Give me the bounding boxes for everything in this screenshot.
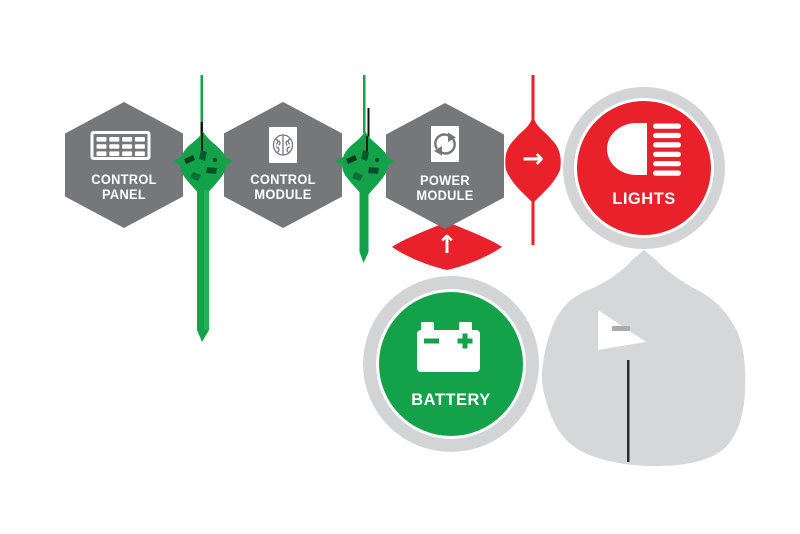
red-streak-top	[531, 75, 535, 119]
lights-label: LIGHTS	[612, 189, 676, 208]
green-blob-1	[179, 131, 227, 200]
right-arrow-icon: →	[522, 144, 544, 174]
green-bar-2	[359, 190, 369, 252]
up-arrow-icon: ↑	[436, 230, 458, 259]
control-panel-label: CONTROL PANEL	[67, 172, 181, 202]
red-lens-shape	[505, 115, 561, 203]
control-panel-label-line1: CONTROL	[91, 172, 157, 187]
control-module-label-line2: MODULE	[254, 187, 312, 202]
ghost-blob	[541, 250, 746, 467]
green-blob-2	[341, 131, 389, 200]
battery-label: BATTERY	[411, 390, 491, 409]
power-module-label-line2: MODULE	[416, 188, 474, 203]
ghost-vertical-line	[627, 360, 630, 462]
dark-streak-2	[367, 108, 370, 154]
power-module-hexagon	[386, 103, 504, 229]
green-connector-2	[335, 75, 395, 263]
control-module-label: CONTROL MODULE	[226, 172, 340, 202]
power-module-label-line1: POWER	[420, 173, 470, 188]
control-module-hexagon-fix	[224, 102, 342, 228]
lights-node	[563, 87, 725, 249]
power-to-lights-arrow	[505, 75, 561, 245]
green-connector-1	[173, 75, 233, 342]
power-module-label: POWER MODULE	[388, 173, 502, 203]
green-streak-top-1	[200, 75, 203, 125]
keypad-grid-icon	[90, 131, 151, 160]
red-streak-bottom	[531, 199, 535, 245]
battery-to-power-arrow-shape	[392, 222, 502, 270]
ghost-notch-dash	[612, 326, 630, 331]
green-streak-top-2	[363, 75, 366, 133]
brain-chip-icon	[269, 127, 297, 163]
control-panel-label-line2: PANEL	[102, 187, 146, 202]
sync-arrows-icon	[431, 126, 459, 162]
green-bar-2-tip	[359, 252, 369, 263]
control-panel-hexagon	[65, 102, 183, 228]
battery-node	[363, 276, 539, 452]
green-bar-1-tip	[197, 330, 209, 342]
ghost-blob-shape	[541, 250, 746, 467]
control-module-label-line1: CONTROL	[250, 172, 316, 187]
car-battery-icon	[417, 322, 480, 372]
headlight-beams-icon	[607, 123, 681, 176]
